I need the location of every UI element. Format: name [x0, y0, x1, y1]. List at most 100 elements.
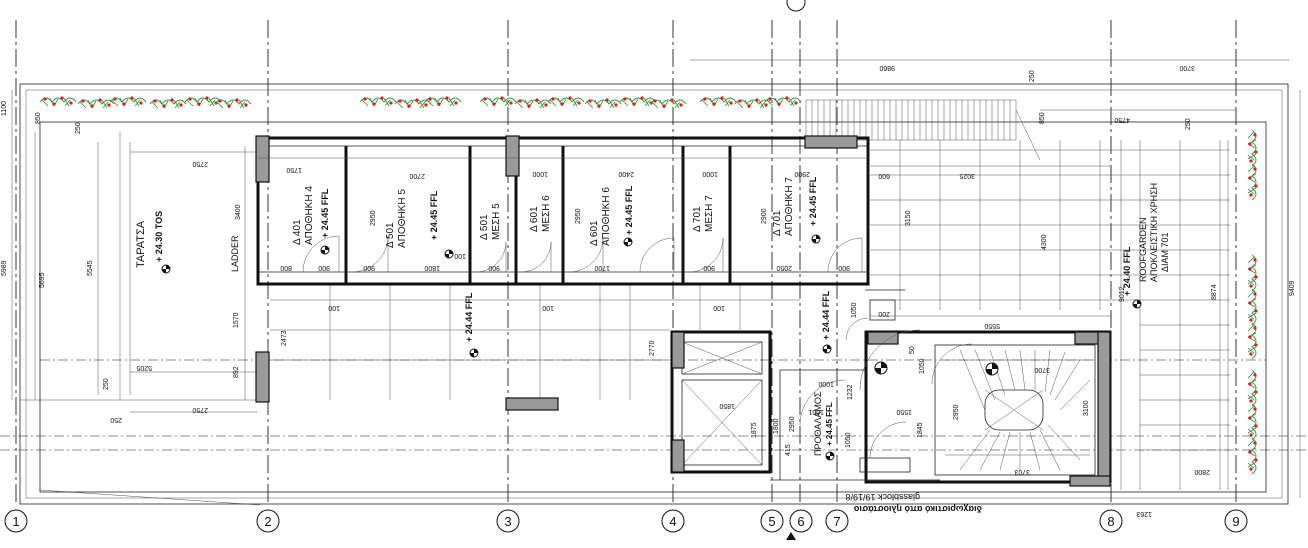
grid-bubbles: 1 2 3 4 5 6 7 8 9: [4, 0, 1248, 540]
grid-lines: [0, 20, 1308, 506]
dim-text: 250: [75, 122, 82, 134]
dim-text: 1845: [917, 422, 924, 438]
corridor-tiles: [270, 285, 800, 400]
dim-text: 2700: [409, 172, 425, 179]
dim-text: 5989: [1, 260, 8, 276]
roofgarden-tiles: [870, 140, 1230, 490]
grid-axis-4: 4: [669, 514, 676, 529]
dim-text: 900: [838, 264, 850, 271]
dim-text: 1550: [896, 408, 912, 415]
grid-axis-2: 2: [264, 514, 271, 529]
dim-text: 1100: [1, 101, 8, 116]
dimension-lines: [11, 59, 1301, 498]
room-code: Δ 601: [529, 206, 540, 232]
dim-text: 1050: [919, 358, 926, 374]
dim-text: 250: [1029, 70, 1036, 82]
grid-axis-7: 7: [833, 514, 840, 529]
dim-text: 5205: [136, 364, 152, 371]
dim-text: 100: [713, 304, 725, 311]
dim-text: 900: [703, 264, 715, 271]
dim-text: 1263: [1136, 510, 1152, 517]
roofgarden-label-2: ΑΠΟΚΛΕΙΣΤΙΚΗ ΧΡΗΣΗ: [1149, 183, 1159, 282]
dim-text: 2950: [789, 416, 796, 432]
dim-text: 415: [785, 444, 792, 456]
room-level: + 24.45 FFL: [429, 190, 439, 240]
dim-text: 3400: [235, 204, 242, 220]
dim-text: 1050: [845, 432, 852, 448]
dim-text: 100: [542, 304, 554, 311]
dim-text: 2050: [776, 264, 792, 271]
grid-axis-3: 3: [504, 514, 511, 529]
columns: [255, 135, 858, 411]
dim-text: 9012: [1119, 286, 1126, 302]
level-markers: [161, 234, 1142, 461]
dim-text: 1232: [847, 384, 854, 400]
roofgarden-label-3: ΔΙΑΜ 701: [1160, 232, 1170, 272]
room-name: ΑΠΟΘΗΚΗ 6: [601, 187, 612, 246]
dim-text: 900: [363, 264, 375, 271]
dim-text: 2900: [794, 170, 810, 177]
room-name: ΜΕΣΗ 6: [541, 195, 552, 232]
room-name: ΑΠΟΘΗΚΗ 4: [304, 186, 315, 245]
dim-text: 1800: [773, 418, 780, 434]
dim-text: 3025: [959, 172, 975, 179]
dim-text: 3703: [1014, 468, 1030, 475]
dim-text: 1750: [286, 166, 302, 173]
dim-text: 2770: [649, 340, 656, 356]
room-level: + 24.45 FFL: [808, 176, 818, 226]
dim-text: 250: [1185, 118, 1192, 130]
room-code: Δ 501: [385, 222, 396, 248]
terrace-label: ΤΑΡΑΤΣΑ: [135, 220, 147, 268]
dim-text: 2750: [192, 160, 208, 167]
room-labels: Δ 401 ΑΠΟΘΗΚΗ 4 + 24.45 FFL Δ 501 ΑΠΟΘΗΚ…: [135, 176, 1170, 514]
dim-text: 2800: [1194, 468, 1210, 475]
dim-text: 800: [280, 264, 292, 271]
dim-text: 9409: [1289, 280, 1296, 296]
dim-text: 600: [878, 172, 890, 179]
dim-text: 200: [878, 310, 890, 317]
room-code: Δ 401: [292, 219, 303, 245]
dim-text: 900: [318, 264, 330, 271]
vestibule-level: + 24.45 FFL: [825, 402, 834, 446]
dim-text: 2900: [761, 208, 768, 224]
dim-text: 900: [488, 264, 500, 271]
core: [670, 289, 1112, 487]
room-code: Δ 701: [772, 210, 783, 236]
dim-text: 2950: [370, 210, 377, 226]
grid-axis-8: 8: [1107, 514, 1114, 529]
dim-text: 100: [454, 252, 466, 259]
dim-text: 3150: [905, 210, 912, 226]
vestibule-label: ΠΡΟΘΑΛΑΜΟΣ: [813, 391, 823, 456]
dim-text: 2950: [953, 404, 960, 420]
dim-text: 850: [35, 112, 42, 124]
dim-text: 1850: [719, 402, 735, 409]
dim-text: 1000: [702, 170, 718, 177]
dim-text: 250: [110, 416, 122, 423]
room-level: + 24.45 FFL: [320, 188, 330, 238]
room-code: Δ 501: [479, 214, 490, 240]
roofgarden-label-1: ROOFGARDEN: [1138, 217, 1148, 282]
dim-text: 8874: [1211, 284, 1218, 300]
roofgarden-level: + 24.40 FFL: [1122, 246, 1132, 296]
dim-text: 3700: [1179, 64, 1195, 71]
dim-text: 1875: [751, 422, 758, 438]
dim-text: 1061: [808, 408, 824, 415]
dim-text: 4300: [1041, 234, 1048, 250]
section-arrow-icon: [786, 532, 796, 540]
dim-text: 850: [1039, 112, 1046, 124]
dim-text: 1050: [851, 302, 858, 318]
room-name: ΑΠΟΘΗΚΗ 7: [784, 177, 795, 236]
dim-text: 5545: [87, 260, 94, 276]
room-name: ΑΠΟΘΗΚΗ 5: [397, 189, 408, 248]
grid-axis-1: 1: [12, 514, 19, 529]
dim-text: 1800: [424, 264, 440, 271]
room-name: ΜΕΣΗ 7: [704, 195, 715, 232]
room-code: Δ 601: [589, 220, 600, 246]
grid-axis-9: 9: [1232, 514, 1239, 529]
partition-note: διαχωριστικό από ηλιοστάσιο: [853, 504, 982, 514]
lobby-level: + 24.44 FFL: [821, 290, 831, 340]
roof-slope-hatch: [805, 99, 1017, 141]
dim-text: 2473: [281, 330, 288, 346]
grid-axis-5: 5: [768, 514, 775, 529]
